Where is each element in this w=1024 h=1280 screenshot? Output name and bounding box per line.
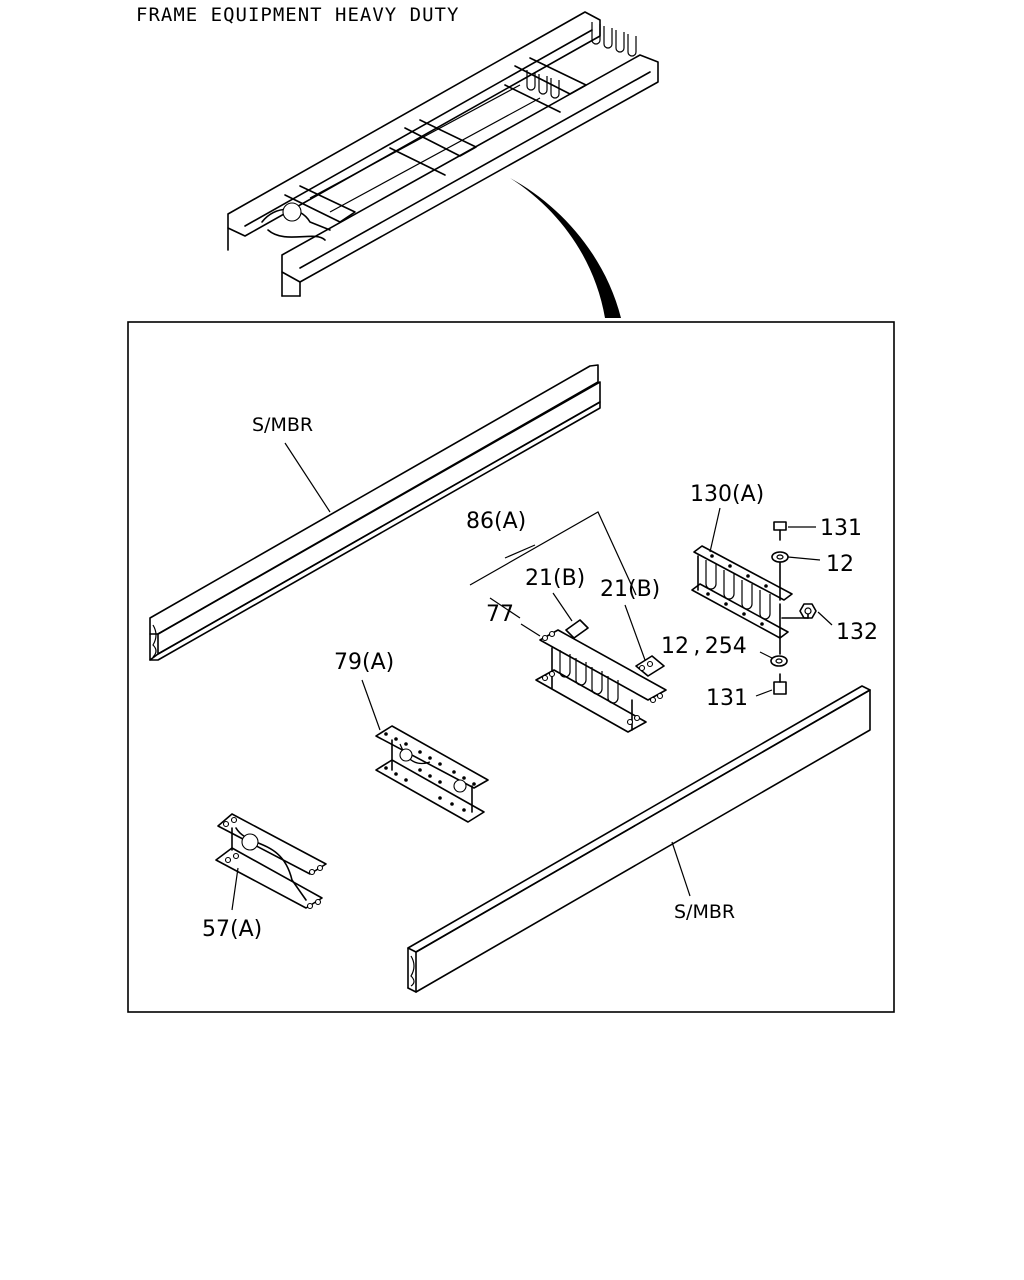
label-131-top: 131 — [820, 516, 862, 541]
leader-lines — [231, 442, 833, 911]
label-12-254: 12 , 254 — [661, 634, 747, 659]
label-57a: 57(A) — [202, 917, 262, 942]
label-21b-left: 21(B) — [525, 566, 585, 591]
label-131-bottom: 131 — [706, 686, 748, 711]
zoom-arrow — [510, 178, 621, 318]
bracket-130a — [691, 545, 793, 639]
label-77: 77 — [486, 602, 514, 627]
label-86a: 86(A) — [466, 509, 526, 534]
diagram-title: FRAME EQUIPMENT HEAVY DUTY — [136, 4, 459, 26]
label-79a: 79(A) — [334, 650, 394, 675]
label-smbr-upper: S/MBR — [252, 414, 313, 436]
crossmember-57a — [215, 813, 327, 910]
label-130a: 130(A) — [690, 482, 764, 507]
frame-overview — [227, 11, 659, 297]
crossmember-79a — [375, 725, 489, 823]
crossmember-86a — [535, 619, 667, 733]
label-132: 132 — [836, 620, 878, 645]
side-member-lower — [407, 685, 871, 993]
label-12: 12 — [826, 552, 854, 577]
label-21b-right: 21(B) — [600, 577, 660, 602]
label-smbr-lower: S/MBR — [674, 901, 735, 923]
detail-box — [127, 321, 895, 1013]
fastener-set — [770, 521, 817, 695]
side-member-upper — [149, 364, 601, 661]
